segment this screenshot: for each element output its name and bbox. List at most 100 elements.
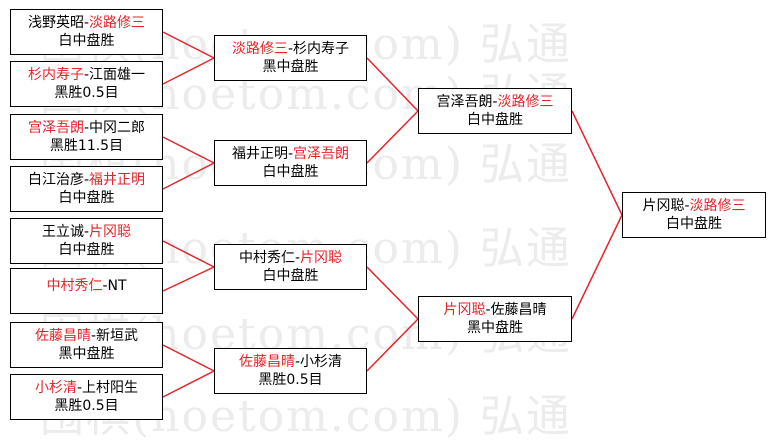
connector-line (162, 266, 215, 292)
player-1: 小杉清 (34, 380, 77, 396)
match-box-r1-1: 浅野英昭-淡路修三 白中盘胜 (10, 9, 163, 55)
player-2: 上村阳生 (82, 380, 139, 396)
player-1: 中村秀仁 (238, 250, 295, 266)
player-1: 淡路修三 (231, 41, 288, 57)
match-result: 白中盘胜 (58, 33, 115, 49)
match-box-r2-3: 中村秀仁-片冈聪 白中盘胜 (214, 244, 367, 290)
match-box-r1-5: 王立诚-片冈聪 白中盘胜 (10, 218, 163, 264)
match-box-final: 片冈聪-淡路修三 白中盘胜 (622, 192, 766, 238)
bracket-lines (162, 31, 623, 398)
player-2: 片冈聪 (89, 224, 132, 240)
connector-line (162, 57, 215, 85)
player-1: 佐藤昌晴 (238, 354, 295, 370)
connector-line (366, 110, 419, 164)
connector-line (162, 370, 215, 398)
connector-line (162, 31, 215, 59)
player-2: 片冈聪 (300, 250, 343, 266)
player-2: 新垣武 (96, 328, 139, 344)
player-1: 王立诚 (41, 224, 84, 240)
match-result: 黑胜0.5目 (258, 372, 323, 388)
match-result: 黑中盘胜 (467, 320, 523, 336)
match-box-r1-2: 杉内寿子-江面雄一 黑胜0.5目 (10, 61, 163, 107)
connector-line (162, 344, 215, 372)
match-players: 小杉清-上村阳生 (11, 379, 162, 397)
player-1: 福井正明 (231, 146, 288, 162)
separator: - (83, 120, 90, 136)
match-result: 黑中盘胜 (262, 59, 319, 75)
match-box-r3-1: 宫泽吾朗-淡路修三 白中盘胜 (418, 88, 572, 134)
connector-line (366, 318, 419, 372)
match-result: 黑中盘胜 (58, 346, 115, 362)
separator: - (102, 278, 108, 294)
match-players: 杉内寿子-江面雄一 (11, 66, 162, 84)
player-1: 中村秀仁 (46, 278, 103, 294)
player-1: 杉内寿子 (27, 67, 84, 83)
match-players: 宫泽吾朗-淡路修三 (419, 93, 571, 111)
match-players: 片冈聪-淡路修三 (623, 197, 765, 215)
match-box-r1-6: 中村秀仁-NT (10, 268, 163, 314)
match-players: 宫泽吾朗-中冈二郎 (11, 119, 162, 137)
separator: - (492, 94, 498, 110)
match-result: 白中盘胜 (58, 190, 115, 206)
match-box-r2-1: 淡路修三-杉内寿子 黑中盘胜 (214, 35, 367, 81)
connector-line (571, 110, 623, 216)
separator: - (83, 15, 90, 31)
player-2: 淡路修三 (689, 198, 746, 214)
connector-line (162, 162, 215, 190)
separator: - (684, 198, 690, 214)
match-result: 黑胜0.5目 (54, 398, 119, 414)
separator: - (287, 146, 294, 162)
separator: - (485, 302, 491, 318)
player-1: 片冈聪 (443, 302, 486, 318)
player-2: 杉内寿子 (293, 41, 350, 57)
match-players: 福井正明-宫泽吾朗 (215, 145, 366, 163)
match-box-r1-4: 白江治彦-福井正明 白中盘胜 (10, 166, 163, 212)
player-2: 淡路修三 (497, 94, 554, 110)
match-players: 佐藤昌晴-小杉清 (215, 353, 366, 371)
connector-line (571, 214, 623, 320)
match-players: 淡路修三-杉内寿子 (215, 40, 366, 58)
match-result: 白中盘胜 (58, 242, 115, 258)
player-2: NT (107, 278, 127, 294)
match-result: 白中盘胜 (262, 164, 319, 180)
match-box-r3-2: 片冈聪-佐藤昌晴 黑中盘胜 (418, 296, 572, 342)
match-players: 佐藤昌晴-新垣武 (11, 327, 162, 345)
player-1: 佐藤昌晴 (34, 328, 91, 344)
connector-line (162, 136, 215, 164)
player-1: 片冈聪 (642, 198, 685, 214)
separator: - (287, 41, 294, 57)
separator: - (83, 172, 90, 188)
player-1: 宫泽吾朗 (436, 94, 493, 110)
separator: - (294, 250, 301, 266)
match-players: 王立诚-片冈聪 (11, 223, 162, 241)
match-result: 白中盘胜 (262, 268, 319, 284)
match-box-r1-8: 小杉清-上村阳生 黑胜0.5目 (10, 374, 163, 420)
match-players: 片冈聪-佐藤昌晴 (419, 301, 571, 319)
separator: - (83, 67, 90, 83)
connector-line (366, 57, 419, 112)
player-2: 福井正明 (89, 172, 146, 188)
match-players: 中村秀仁-NT (11, 277, 162, 295)
player-2: 佐藤昌晴 (490, 302, 547, 318)
player-1: 宫泽吾朗 (27, 120, 84, 136)
player-1: 白江治彦 (27, 172, 84, 188)
match-box-r1-3: 宫泽吾朗-中冈二郎 黑胜11.5目 (10, 114, 163, 160)
player-2: 宫泽吾朗 (293, 146, 350, 162)
player-2: 江面雄一 (89, 67, 146, 83)
separator: - (76, 380, 83, 396)
player-2: 小杉清 (300, 354, 343, 370)
match-box-r1-7: 佐藤昌晴-新垣武 黑中盘胜 (10, 322, 163, 368)
player-2: 中冈二郎 (89, 120, 146, 136)
player-1: 浅野英昭 (27, 15, 84, 31)
separator: - (90, 328, 97, 344)
match-result: 黑胜11.5目 (49, 138, 124, 154)
match-box-r2-4: 佐藤昌晴-小杉清 黑胜0.5目 (214, 348, 367, 394)
match-result: 白中盘胜 (666, 216, 722, 232)
connector-line (162, 240, 215, 268)
match-players: 浅野英昭-淡路修三 (11, 14, 162, 32)
match-players: 中村秀仁-片冈聪 (215, 249, 366, 267)
separator: - (83, 224, 90, 240)
separator: - (294, 354, 301, 370)
connector-line (366, 266, 419, 320)
match-box-r2-2: 福井正明-宫泽吾朗 白中盘胜 (214, 140, 367, 186)
